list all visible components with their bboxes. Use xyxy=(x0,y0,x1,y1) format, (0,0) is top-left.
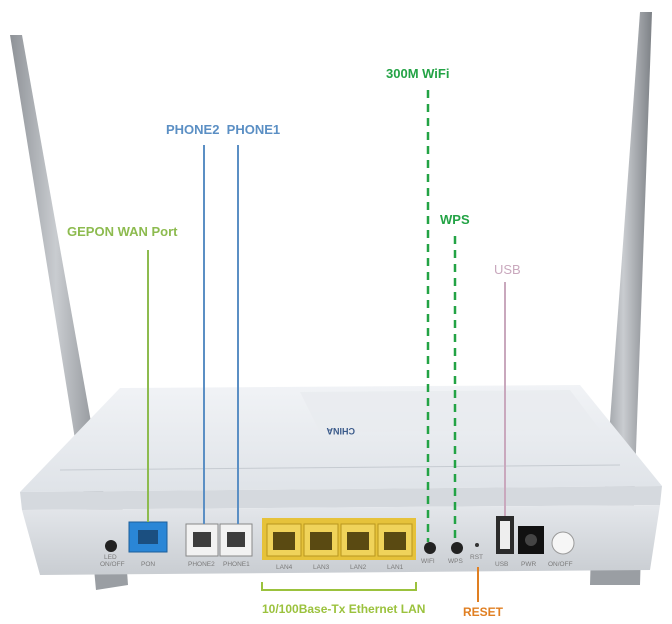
lan1-label: LAN1 xyxy=(387,564,404,571)
led-label: LED xyxy=(104,554,117,561)
pon-label: PON xyxy=(141,561,155,568)
wps-button[interactable] xyxy=(451,542,463,554)
lan2-label: LAN2 xyxy=(350,564,367,571)
onoff-label: ON/OFF xyxy=(548,561,573,568)
lan3-port[interactable] xyxy=(303,523,339,557)
usb-callout: USB xyxy=(494,262,521,277)
lan2-port[interactable] xyxy=(340,523,376,557)
brand-logo: CHINA xyxy=(326,426,355,436)
lan-callout: 10/100Base-Tx Ethernet LAN xyxy=(262,602,426,616)
usb-port-insert xyxy=(500,521,510,549)
wifi-button[interactable] xyxy=(424,542,436,554)
reset-callout: RESET xyxy=(463,605,504,619)
pon-port-socket xyxy=(138,530,158,544)
lan-bracket xyxy=(261,582,417,591)
lan3-label: LAN3 xyxy=(313,564,330,571)
wps-label: WPS xyxy=(448,558,463,565)
rst-label: RST xyxy=(470,554,483,561)
gepon-callout: GEPON WAN Port xyxy=(67,224,178,239)
phone1-label: PHONE1 xyxy=(223,561,250,568)
phone2-port-socket xyxy=(193,532,211,547)
onoff-button[interactable] xyxy=(551,531,575,555)
wifi-callout: 300M WiFi xyxy=(386,66,450,81)
phones-callout: PHONE2 PHONE1 xyxy=(166,122,281,137)
usb-label: USB xyxy=(495,561,508,568)
wps-callout: WPS xyxy=(440,212,470,227)
phone2-label: PHONE2 xyxy=(188,561,215,568)
power-jack-socket xyxy=(525,534,537,546)
pwr-label: PWR xyxy=(521,561,536,568)
led-sublabel: ON/OFF xyxy=(100,561,125,568)
led-button[interactable] xyxy=(105,540,117,552)
lan1-port[interactable] xyxy=(377,523,413,557)
phone1-port-socket xyxy=(227,532,245,547)
lan4-port[interactable] xyxy=(266,523,302,557)
wifi-label: WIFI xyxy=(421,558,435,565)
reset-pinhole[interactable] xyxy=(475,543,479,547)
lan4-label: LAN4 xyxy=(276,564,293,571)
